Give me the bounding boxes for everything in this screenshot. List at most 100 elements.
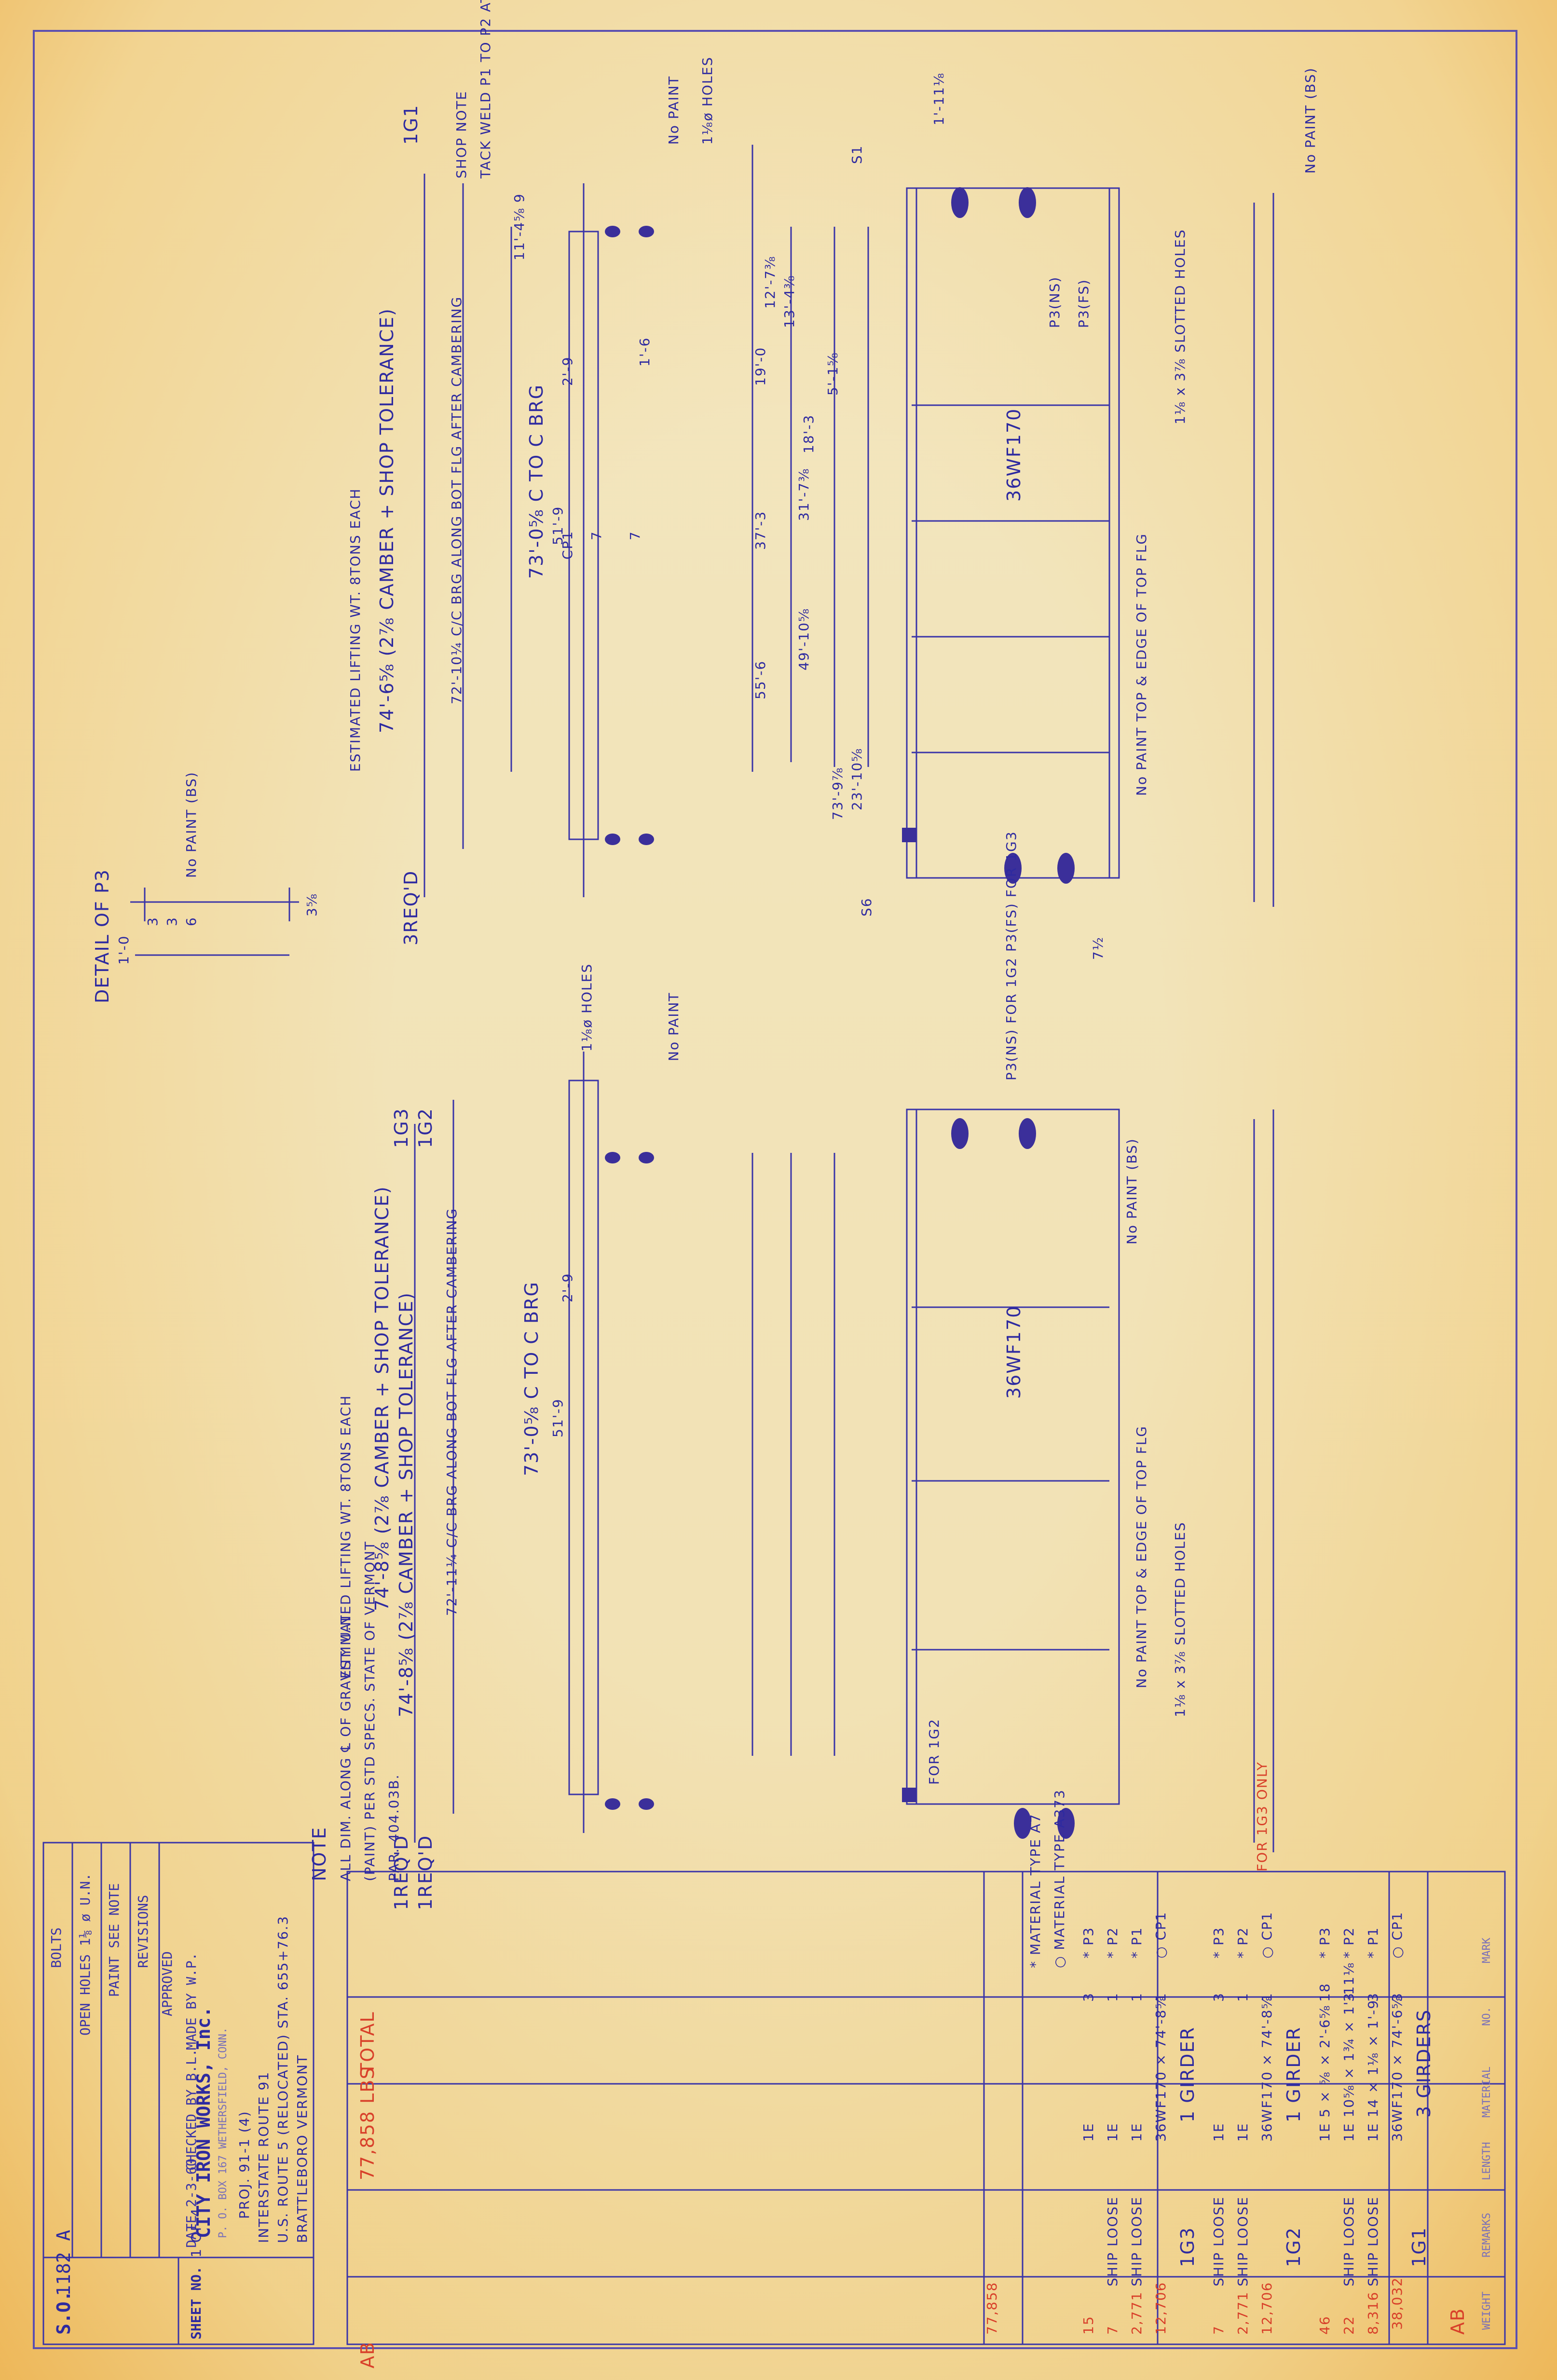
tb-line-2: U.S. ROUTE 5 (RELOCATED) STA. 655+76.3 [275, 1915, 291, 2243]
dim-13-4: 13'-4⅜ [781, 274, 797, 328]
bill-row-1-4: * P3 [1317, 1927, 1333, 1958]
s6-top: S6 [859, 897, 874, 916]
tb-bolts: BOLTS [48, 1927, 64, 1968]
weight-note-top: ESTIMATED LIFTING WT. 8TONS EACH [347, 488, 363, 772]
bill-row-3-2-mat: 1E [1129, 2122, 1145, 2142]
detail-dim-5: 1'-0 [116, 935, 132, 965]
bill-row-3-4: * P3 [1080, 1927, 1096, 1958]
dim-11-4: 11'-4⅝ [511, 207, 527, 260]
bill-row-1-3: * P2 [1341, 1927, 1357, 1958]
slotted-holes-bottom: 1⅛ x 3⅞ SLOTTED HOLES [1172, 1521, 1188, 1717]
bill-row-2-3-no: 3 [1211, 1992, 1227, 2002]
bill-row-1-4-no: 18 [1317, 1983, 1333, 2002]
bottom-girder-elevation [906, 1108, 1120, 1805]
bill-group-1-mark: 1G1 [1408, 2227, 1430, 2267]
shop-note-detail: TACK WELD P1 TO P2 AT SHOP [478, 0, 493, 178]
no-paint-flange-top: No PAINT TOP & EDGE OF TOP FLG [1134, 533, 1149, 796]
tb-line-1: INTERSTATE ROUTE 91 [256, 2071, 272, 2243]
notes-line-3: PAR. 404.03B. [386, 1774, 402, 1881]
mark-1g3: 1G3 [391, 1108, 412, 1148]
no-paint-top-1: No PAINT [666, 75, 682, 145]
no-paint-bottom: No PAINT [666, 992, 682, 1061]
bill-row-2-1-mat: 36WF170 × 74'-8⅝ [1259, 1995, 1275, 2142]
bill-row-1-3-mat: 1E 10⅝ × 1¾ × 1'-11⅛ [1341, 1961, 1357, 2142]
bill-total-value: 77,858 LBS [357, 2066, 378, 2180]
qty-1reqd-b: 1REQ'D [415, 1834, 436, 1910]
dim-ctc-top: 73'-0⅝ C TO C BRG [526, 384, 547, 579]
mark-1g1: 1G1 [400, 104, 422, 145]
bill-row-1-2-rem: SHIP LOOSE [1365, 2196, 1381, 2286]
bill-legend-a7: * MATERIAL TYPE A7 [1027, 1813, 1043, 1968]
dim-37-3: 37'-3 [752, 510, 768, 550]
bill-row-2-2-no: 1 [1235, 1992, 1251, 2002]
bill-legend-a373: ○ MATERIAL TYPE A373 [1052, 1789, 1067, 1968]
dim-73-9: 73'-9⅞ [830, 766, 846, 820]
bill-header-length: LENGTH [1481, 2142, 1493, 2180]
mark-1g2: 1G2 [415, 1108, 436, 1148]
bill-row-3-4-mat: 1E [1080, 2122, 1096, 2142]
bill-row-1-1-wt: 38,032 [1389, 2277, 1405, 2330]
cp1-top: CP1 [560, 530, 575, 560]
no-paint-bs-bottom: No PAINT (BS) [1124, 1138, 1140, 1245]
stamp-corner: AB [1447, 2307, 1468, 2335]
dim-7a: 7 [588, 531, 604, 540]
bill-row-3-2: * P1 [1129, 1927, 1145, 1958]
drawing-border [33, 30, 1517, 2349]
bill-row-1-2-mat: 1E 14 × 1⅛ × 1'-9 [1365, 1999, 1381, 2142]
bill-group-3-mark: 1G3 [1177, 2227, 1198, 2267]
tb-open-holes: OPEN HOLES 1⅛ ø U.N. [77, 1873, 93, 2036]
notes-line-2: (PAINT) PER STD SPECS. STATE OF VERMONT [362, 1540, 378, 1881]
detail-p3-title: DETAIL OF P3 [92, 869, 113, 1003]
bill-row-3-3-rem: SHIP LOOSE [1105, 2196, 1120, 2286]
dim-7b: 7 [627, 531, 643, 540]
bill-header-remarks: REMARKS [1481, 2213, 1493, 2257]
tb-revisions: REVISIONS [135, 1895, 151, 1968]
p3-fs-top: P3(FS) [1076, 279, 1092, 328]
bill-row-3-1: ○ CP1 [1153, 1911, 1169, 1958]
bill-row-3-1-mat: 36WF170 × 74'-8⅝ [1153, 1995, 1169, 2142]
section-36wf170-top: 36WF170 [1003, 408, 1024, 502]
detail-dim-2: 3 [145, 916, 161, 926]
tb-sheet-value: 1 OF 4 [188, 2207, 204, 2257]
holes-label-bottom: 1⅛ø HOLES [579, 963, 595, 1052]
bill-group-3-title: 1 GIRDER [1177, 2026, 1198, 2122]
bill-row-3-1-wt: 12,706 [1153, 2282, 1169, 2335]
tb-so-label: S.O. [53, 2290, 74, 2335]
bill-row-2-2-wt: 2,771 [1235, 2291, 1251, 2335]
bill-table-grid [346, 1871, 1506, 2345]
bill-row-1-2: * P1 [1365, 1927, 1381, 1958]
bill-row-1-3-rem: SHIP LOOSE [1341, 2196, 1357, 2286]
dim-51-9-bottom: 51'-9 [550, 1398, 566, 1437]
p3-ns-top: P3(NS) [1047, 276, 1063, 328]
bill-header-material: MATERIAL [1481, 2066, 1493, 2118]
detail-dim-4: 6 [183, 916, 199, 926]
dim-9: 9 [511, 193, 527, 203]
bill-row-3-3-no: 1 [1105, 1992, 1120, 2002]
dim-bot-flange-top: 72'-10¼ C/C BRG ALONG BOT FLG AFTER CAMB… [449, 296, 464, 704]
bill-row-1-1: ○ CP1 [1389, 1911, 1405, 1958]
bill-row-1-2-wt: 8,316 [1365, 2291, 1381, 2335]
dim-ctc-bottom: 73'-0⅝ C TO C BRG [521, 1281, 542, 1476]
section-36wf170-bottom: 36WF170 [1003, 1305, 1024, 1399]
dim-1-6: 1'-6 [637, 337, 653, 367]
dim-18-3: 18'-3 [801, 414, 817, 453]
bill-row-2-2: * P2 [1235, 1927, 1251, 1958]
tb-approved: APPROVED [159, 1951, 175, 2016]
tb-project: PROJ. 91-1 (4) [236, 2110, 252, 2219]
notes-line-1: ALL DIM. ALONG ℄ OF GRAVITY U.N. [338, 1609, 354, 1881]
detail-no-paint: No PAINT (BS) [183, 771, 199, 878]
bill-row-2-2-rem: SHIP LOOSE [1235, 2196, 1251, 2286]
bill-header-weight: WEIGHT [1481, 2291, 1493, 2330]
bill-row-2-1-wt: 12,706 [1259, 2282, 1275, 2335]
bill-row-3-2-no: 1 [1129, 1992, 1145, 2002]
bill-group-2-title: 1 GIRDER [1283, 2026, 1304, 2122]
tb-made-by: MADE BY W.P. [183, 1952, 199, 2050]
bill-group-1-title: 3 GIRDERS [1413, 2009, 1434, 2118]
tb-so-number: 1182 A [53, 2230, 74, 2296]
dim-length-bottom-b: 74'-8⅝ (2⅞ CAMBER + SHOP TOLERANCE) [396, 1292, 417, 1717]
tb-checked-by: CHECKED BY B.L. [183, 2049, 199, 2171]
bill-row-2-1: ○ CP1 [1259, 1911, 1275, 1958]
bill-row-1-4-wt: 46 [1317, 2315, 1333, 2335]
